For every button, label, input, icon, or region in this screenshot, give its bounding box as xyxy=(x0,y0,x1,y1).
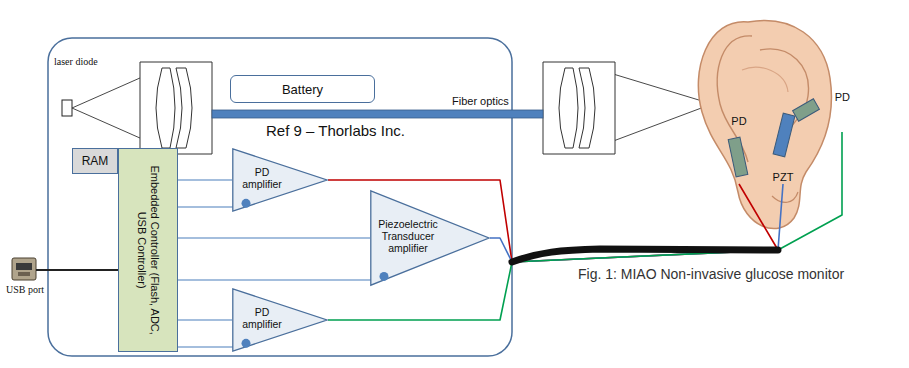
drawing-stroke xyxy=(579,68,595,148)
photodiode-sensor: PD xyxy=(790,90,852,132)
drawing-stroke xyxy=(772,192,798,202)
drawing-stroke xyxy=(600,104,712,146)
usb-wire xyxy=(36,269,118,271)
drawing-stroke xyxy=(380,272,389,281)
node-text: PD xyxy=(835,92,850,103)
port-label: USB port xyxy=(6,284,46,296)
laser-diode xyxy=(62,100,72,116)
drawing-stroke xyxy=(140,62,212,154)
drawing-stroke xyxy=(242,339,251,348)
drawing-stroke xyxy=(371,191,489,285)
drawing-stroke xyxy=(600,70,712,104)
signal-wire xyxy=(328,180,778,262)
signal-wire xyxy=(178,237,370,238)
sensor-cable xyxy=(512,249,778,262)
photodiode-sensor: PD xyxy=(720,116,758,184)
part-label: Fiber optics xyxy=(452,95,509,108)
fiber-optic-cable xyxy=(212,110,543,118)
drawing-stroke xyxy=(242,199,251,208)
drawing-stroke xyxy=(543,62,615,154)
node-text: Piezoelectric Transducer amplifier xyxy=(375,218,441,254)
figure-caption: Fig. 1: MIAO Non-invasive glucose monito… xyxy=(578,266,904,282)
amplifier-triangle: Piezoelectric Transducer amplifier xyxy=(370,190,490,286)
node-text: Battery xyxy=(282,82,323,97)
signal-wire xyxy=(178,319,232,320)
battery-box: Battery xyxy=(230,75,375,103)
drawing-stroke xyxy=(728,137,748,177)
drawing-stroke xyxy=(698,20,831,228)
ear xyxy=(698,20,831,228)
memory-box: RAM xyxy=(72,148,118,174)
drawing-stroke xyxy=(742,67,788,92)
controller-box: Embedded Controller (Flash, ADC, USB Con… xyxy=(118,148,178,352)
drawing-stroke xyxy=(16,263,32,270)
node-text: PD xyxy=(731,116,746,127)
device-housing xyxy=(48,38,512,356)
drawing-stroke xyxy=(156,68,175,148)
reference-note: Ref 9 – Thorlabs Inc. xyxy=(266,122,405,139)
drawing-stroke xyxy=(773,113,795,157)
amplifier-triangle: PD amplifier xyxy=(232,288,328,352)
signal-wire xyxy=(328,132,842,320)
drawing-stroke xyxy=(176,68,192,148)
drawing-stroke xyxy=(12,258,36,280)
drawing-stroke xyxy=(178,279,380,280)
drawing-stroke xyxy=(559,68,578,148)
node-text: PD amplifier xyxy=(237,166,287,190)
node-text: PD amplifier xyxy=(237,306,287,330)
piezo-sensor: PZT xyxy=(762,110,804,184)
lens-housing xyxy=(140,62,212,154)
drawing-stroke xyxy=(233,289,327,351)
drawing-stroke xyxy=(233,149,327,211)
node-text: RAM xyxy=(82,154,109,168)
node-text: PZT xyxy=(773,172,794,183)
control-wire xyxy=(178,207,380,347)
usb-port-icon xyxy=(12,258,36,280)
drawing-stroke xyxy=(18,272,30,276)
signal-wire xyxy=(490,184,783,262)
amplifier-triangle: PD amplifier xyxy=(232,148,328,212)
part-label: laser diode xyxy=(54,56,98,68)
node-text: Embedded Controller (Flash, ADC, USB Con… xyxy=(135,156,161,344)
signal-wire xyxy=(178,179,232,180)
lens-housing xyxy=(543,62,615,154)
drawing-stroke xyxy=(793,99,820,121)
